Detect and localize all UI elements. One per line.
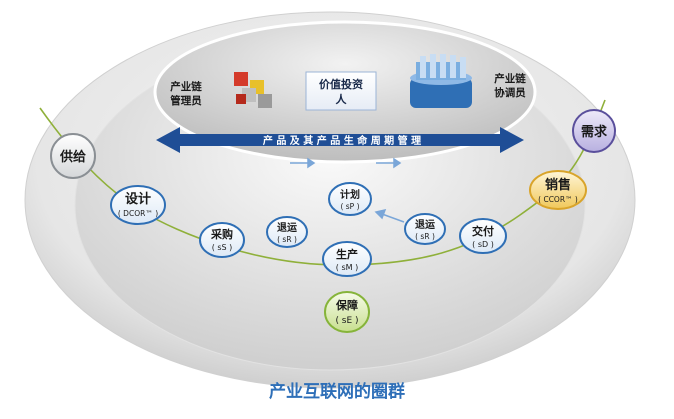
manager-label-line2: 管理员 [170,94,202,107]
node-produce-line2: ( sM ) [336,263,358,272]
investor-label-line1: 价值投资 [319,77,363,91]
node-sales-line2: ( CCOR™ ) [538,195,578,204]
node-design: 设计 ( DCOR™ ) [110,185,166,225]
node-guarantee-line1: 保障 [335,298,358,312]
node-purchase-line1: 采购 [210,227,233,241]
diagram-title: 产业互联网的圈群 [269,381,405,402]
node-deliver-line1: 交付 [472,224,494,238]
node-return-left-line1: 退运 [277,222,297,234]
cylinders-icon [410,54,472,108]
cubes-icon [234,72,272,108]
node-supply: 供给 [50,133,96,179]
node-deliver: 交付 ( sD ) [459,218,507,254]
node-demand: 需求 [572,109,616,153]
node-return-right: 退运 ( sR ) [404,213,446,245]
node-plan-line2: ( sP ) [340,202,359,211]
node-guarantee: 保障 ( sE ) [324,291,370,333]
node-produce-line1: 生产 [336,247,358,261]
node-return-left-line2: ( sR ) [277,235,297,244]
node-sales: 销售 ( CCOR™ ) [529,170,587,210]
coordinator-label-line1: 产业链 [494,72,526,85]
lifecycle-arrow [156,127,524,153]
lifecycle-arrow-label: 产 品 及 其 产 品 生 命 周 期 管 理 [263,134,421,147]
node-sales-line1: 销售 [545,177,571,193]
node-deliver-line2: ( sD ) [472,240,494,249]
node-demand-label: 需求 [581,124,608,140]
node-purchase: 采购 ( sS ) [199,222,245,258]
investor-box [305,71,377,111]
node-plan: 计划 ( sP ) [328,182,372,216]
node-supply-label: 供给 [59,149,86,165]
node-purchase-line2: ( sS ) [212,243,233,252]
node-produce: 生产 ( sM ) [322,241,372,277]
investor-label-line2: 人 [336,92,348,106]
node-return-right-line2: ( sR ) [415,232,435,241]
node-design-line1: 设计 [125,191,151,207]
node-design-line2: ( DCOR™ ) [118,209,158,218]
node-guarantee-line2: ( sE ) [335,316,358,326]
node-plan-line1: 计划 [340,188,360,201]
manager-label-line1: 产业链 [170,80,202,93]
coordinator-label-line2: 协调员 [494,86,526,99]
node-return-left: 退运 ( sR ) [266,216,308,248]
node-return-right-line1: 退运 [415,219,435,231]
